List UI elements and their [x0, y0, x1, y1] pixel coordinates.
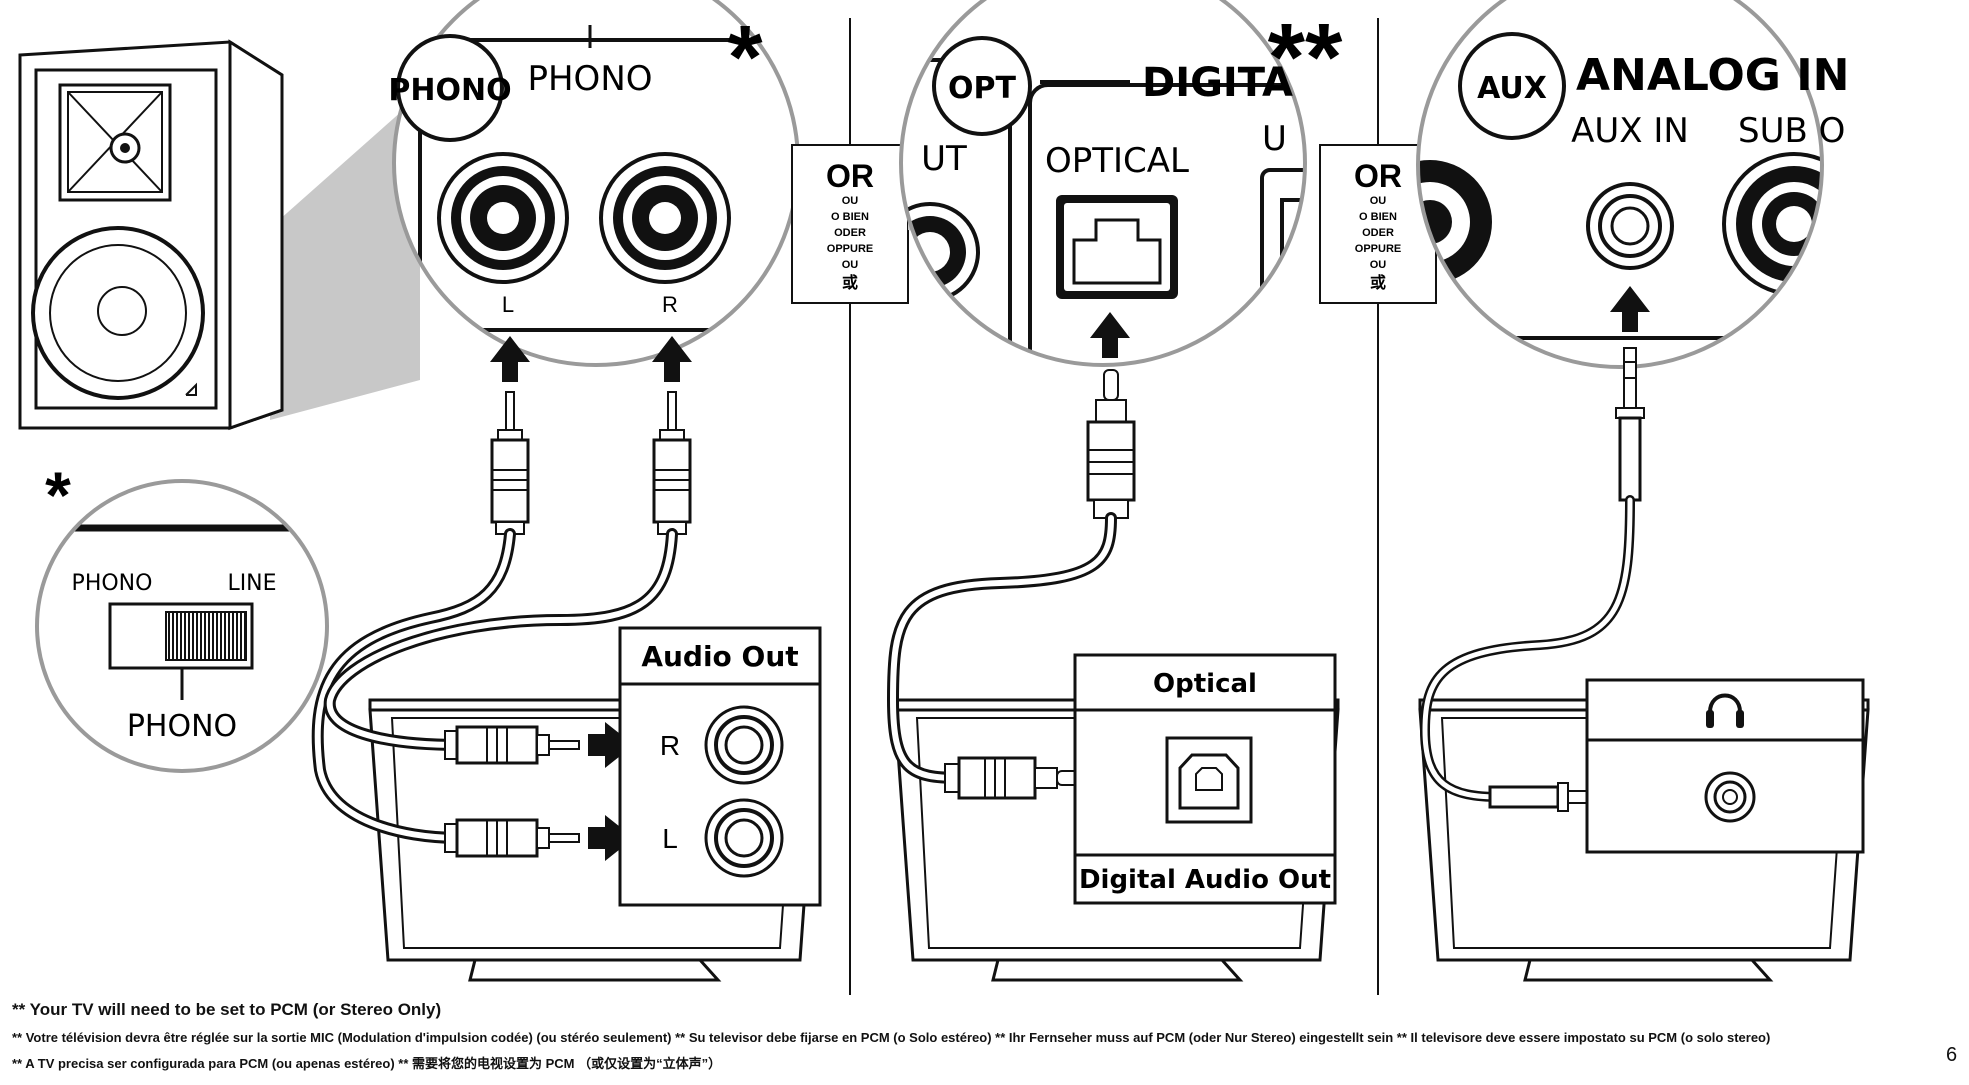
or-line: OU — [842, 195, 859, 207]
rca-plug-tv-left — [444, 818, 580, 858]
audio-out-left-label: L — [662, 823, 678, 854]
usb-partial-label: U — [1262, 119, 1287, 159]
or-line: O BIEN — [1359, 211, 1397, 223]
arrow-up-icon — [652, 336, 692, 382]
sub-out-partial-label: SUB O — [1738, 111, 1845, 151]
rca-plug-tv-right — [444, 725, 580, 765]
optical-plug — [1086, 369, 1136, 519]
asterisk-marker: * — [727, 8, 762, 108]
double-asterisk-marker: ** — [1268, 4, 1343, 111]
headphones-icon — [1706, 693, 1744, 728]
speaker-illustration — [18, 39, 284, 431]
rca-jack-icon — [704, 705, 784, 785]
arrow-right-icon — [588, 815, 634, 861]
aux-in-label: AUX IN — [1571, 111, 1689, 151]
optical-box-title: Optical — [1153, 669, 1257, 699]
audio-out-right-label: R — [660, 730, 680, 761]
switch-left-label: PHONO — [72, 571, 153, 596]
aux-badge-label: AUX — [1477, 71, 1547, 106]
arrow-up-icon — [1610, 286, 1650, 332]
channel-label-left: L — [502, 292, 514, 317]
optical-port-icon — [1165, 736, 1253, 824]
switch-zoom-circle — [35, 479, 329, 773]
footnote-main: ** Your TV will need to be set to PCM (o… — [12, 1000, 442, 1019]
or-line: OU — [1370, 195, 1387, 207]
panel-phono: PHONO L R PHONO * — [18, 0, 822, 982]
or-box: OR OU O BIEN ODER OPPURE OU 或 — [791, 144, 909, 304]
zoom-circle — [899, 0, 1307, 367]
or-line: 或 — [1370, 273, 1386, 292]
panel-aux: ANALOG IN AUX IN SUB O AUX — [1416, 0, 1870, 982]
or-line: OU — [1370, 259, 1387, 271]
arrow-up-icon — [1090, 312, 1130, 358]
optical-plug-tv — [944, 756, 1080, 800]
page-number: 6 — [1946, 1044, 1958, 1066]
switch-selected-label: PHONO — [127, 709, 237, 744]
aux-badge — [1458, 32, 1566, 140]
phono-badge — [396, 34, 504, 142]
or-line: OPPURE — [1355, 243, 1401, 255]
digital-header-label: DIGITA — [1142, 60, 1293, 106]
optical-box-footer: Digital Audio Out — [1079, 865, 1331, 895]
rca-jack-icon — [704, 798, 784, 878]
analog-in-header-label: ANALOG IN — [1576, 50, 1849, 101]
rca-plug-left — [490, 391, 530, 535]
or-line: ODER — [834, 227, 866, 239]
channel-label-right: R — [662, 292, 678, 317]
headphone-box — [1585, 678, 1865, 854]
or-line: OPPURE — [827, 243, 873, 255]
arrow-up-icon — [490, 336, 530, 382]
rca-plug-right — [652, 391, 692, 535]
arrow-right-icon — [588, 722, 634, 768]
zoom-wedge — [270, 95, 420, 420]
footnote-translations: ** A TV precisa ser configurada para PCM… — [12, 1056, 722, 1071]
or-line: ODER — [1362, 227, 1394, 239]
out-partial-label: UT — [921, 139, 967, 179]
or-main-text: OR — [1354, 158, 1402, 194]
phono-badge-label: PHONO — [388, 73, 511, 108]
or-line: OU — [842, 259, 859, 271]
optical-label: OPTICAL — [1045, 141, 1189, 181]
switch-asterisk: * — [45, 458, 71, 532]
opt-badge-label: OPT — [948, 71, 1016, 106]
audio-out-title: Audio Out — [641, 640, 798, 673]
or-main-text: OR — [826, 158, 874, 194]
opt-badge — [932, 36, 1032, 136]
footnote-translations: ** Votre télévision devra être réglée su… — [12, 1030, 1771, 1045]
footnotes: ** Your TV will need to be set to PCM (o… — [12, 1000, 1912, 1080]
or-line: O BIEN — [831, 211, 869, 223]
switch-right-label: LINE — [227, 571, 276, 596]
or-line: 或 — [842, 273, 858, 292]
aux-plug — [1615, 347, 1645, 502]
phono-header-label: PHONO — [527, 59, 652, 99]
zoom-circle — [1416, 0, 1824, 369]
headphone-jack-icon — [1704, 771, 1756, 823]
